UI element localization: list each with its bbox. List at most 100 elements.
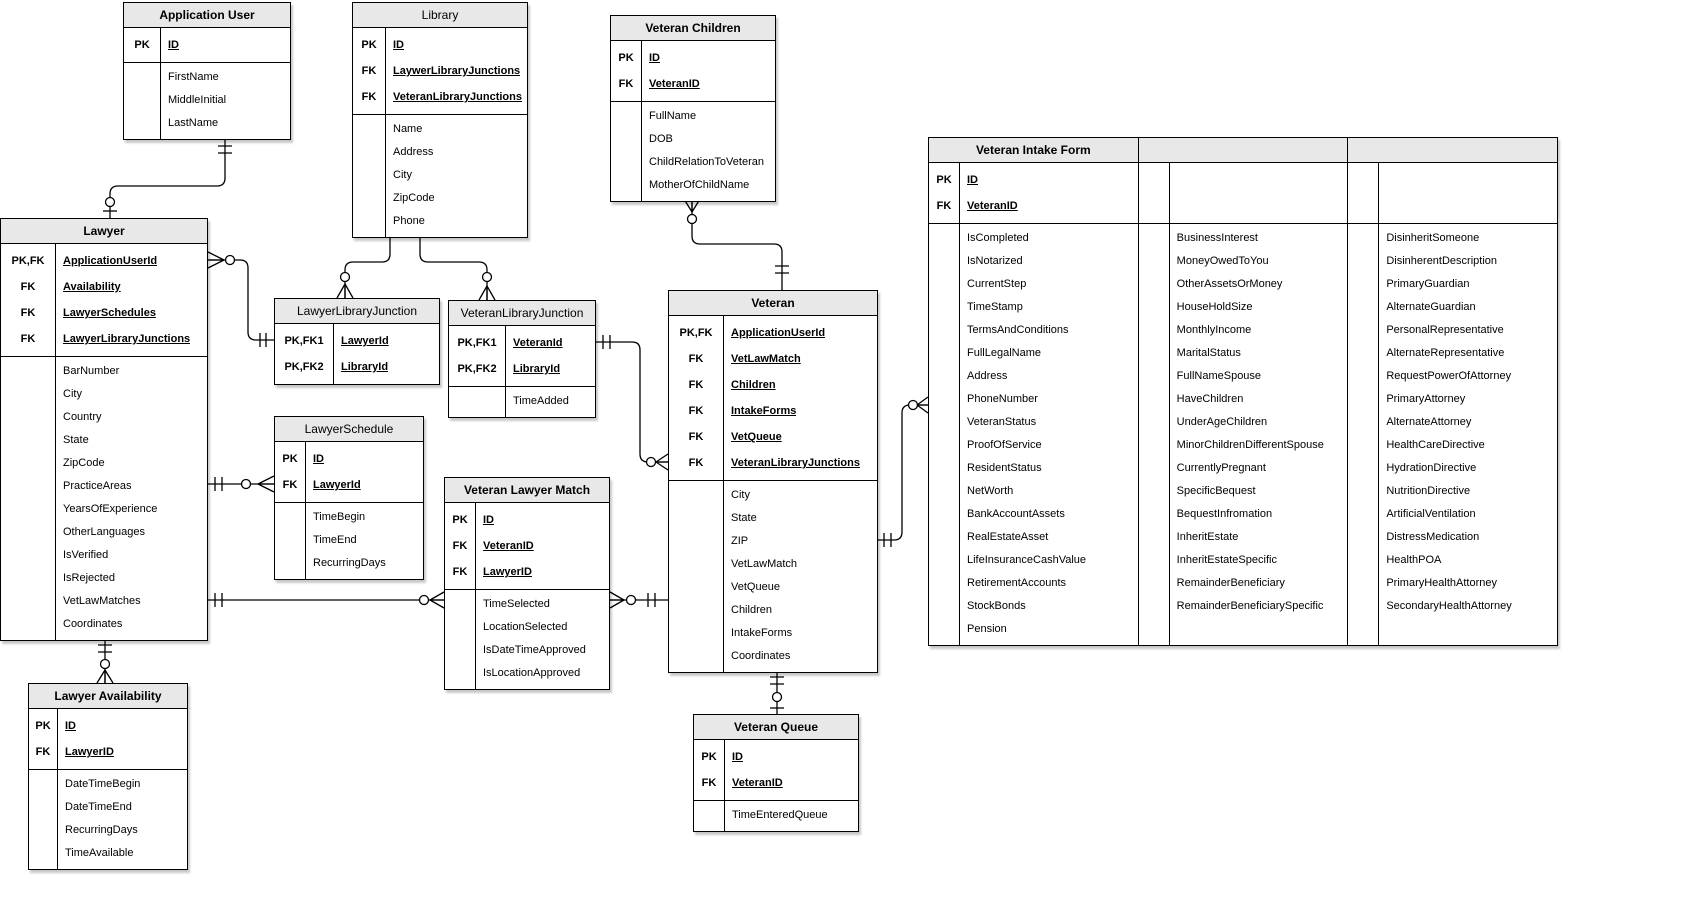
connector-veteran-veteran-queue[interactable] [770,670,784,714]
field-row: TimeEnteredQueue [732,809,828,821]
key-field-name: VeteranLibraryJunctions [393,91,522,103]
field-row: RetirementAccounts [967,577,1067,589]
connector-library-lawyer-library-junction[interactable] [336,231,391,299]
key-tag: PK [134,39,150,51]
key-field-name: VeteranID [649,78,700,90]
field-row: YearsOfExperience [63,503,158,515]
key-field-name: Availability [63,281,121,293]
field-row: IntakeForms [731,627,793,639]
field-row: RequestPowerOfAttorney [1386,370,1512,382]
field-row: State [731,512,757,524]
key-field-name: ApplicationUserId [731,327,826,339]
field-row: State [63,434,89,446]
key-tag: PK,FK1 [284,335,324,347]
connector-veteran-veteran-intake-form[interactable] [878,396,929,547]
field-row: SecondaryHealthAttorney [1386,600,1512,612]
key-field-name: ID [65,720,76,732]
field-row: FullName [649,110,697,122]
connector-library-veteran-library-junction[interactable] [419,231,496,301]
connector-application-user-lawyer[interactable] [103,137,232,218]
connector-lawyer-lawyer-schedule[interactable] [208,475,275,493]
field-row: ZipCode [63,457,105,469]
column-divider-line [57,709,58,869]
key-tag: PK [618,52,634,64]
key-field-name: LawyerID [65,746,114,758]
field-row: MoneyOwedToYou [1176,255,1269,267]
connector-veteran-library-junction-veteran[interactable] [596,335,669,471]
key-field-name: LaywerLibraryJunctions [393,65,521,77]
connector-lawyer-veteran-lawyer-match[interactable] [208,591,445,609]
connector-veteran-lawyer-match-veteran[interactable] [609,591,668,609]
field-row: HaveChildren [1176,393,1244,405]
column-divider-line [55,244,56,640]
key-field-name: Children [731,379,776,391]
connector-veteran-children-veteran[interactable] [683,198,789,290]
field-row: UnderAgeChildren [1176,416,1268,428]
field-row: PersonalRepresentative [1386,324,1504,336]
field-row: BarNumber [63,365,120,377]
column-divider-line [333,324,334,384]
key-field-name: LawyerID [483,566,532,578]
field-row: RecurringDays [313,557,386,569]
key-field-name: LawyerId [341,335,389,347]
field-row: ZipCode [393,192,435,204]
column-divider-line [641,41,642,201]
key-tag: FK [688,353,704,365]
field-row: RealEstateAsset [967,531,1049,543]
key-tag: PK [701,751,717,763]
key-field-name: VeteranID [732,777,783,789]
field-row: RemainderBeneficiarySpecific [1176,600,1324,612]
field-row: Name [393,123,423,135]
key-tag: FK [618,78,634,90]
field-row: Address [393,146,434,158]
key-tag: FK [35,746,51,758]
field-row: City [731,489,750,501]
key-tag: PK [361,39,377,51]
field-row: TimeEnd [313,534,357,546]
connector-lawyer-lawyer-library-junction[interactable] [207,251,274,347]
field-row: ResidentStatus [967,462,1042,474]
key-tag: FK [361,91,377,103]
key-tag: PK [936,174,952,186]
key-tag: FK [701,777,717,789]
field-row: ZIP [731,535,749,547]
field-row: TimeBegin [313,511,366,523]
field-row: AlternateGuardian [1386,301,1476,313]
field-row: FirstName [168,71,219,83]
connector-lawyer-lawyer-availability[interactable] [96,638,114,684]
entity-title-lawyer-availability: Lawyer Availability [54,689,162,703]
field-row: CurrentlyPregnant [1176,462,1266,474]
entity-title-veteran-children: Veteran Children [645,21,741,35]
key-tag: PK,FK [679,327,713,339]
column-divider-line [505,326,506,417]
